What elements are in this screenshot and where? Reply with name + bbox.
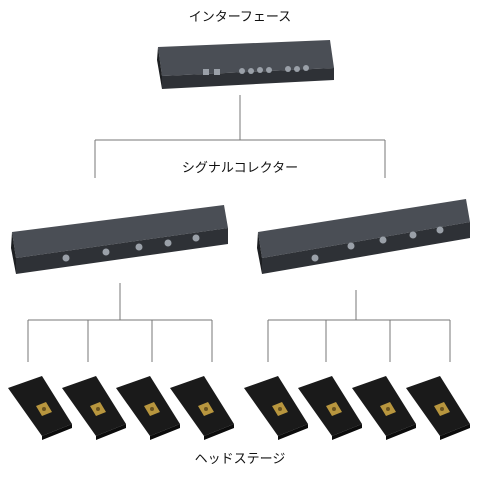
head-stage-edge xyxy=(440,424,470,440)
head-stage-connector xyxy=(204,407,208,411)
signal-collector-left xyxy=(11,205,228,274)
interface-port xyxy=(239,68,245,74)
interface-port xyxy=(294,66,300,72)
collector-port xyxy=(379,236,387,244)
signal-collector-label: シグナルコレクター xyxy=(181,161,299,176)
signal-collector-icon xyxy=(11,205,228,274)
interface-label: インターフェース xyxy=(188,10,292,25)
head-stage-icon xyxy=(244,376,308,440)
collector-port xyxy=(347,242,355,250)
head-stage-icon xyxy=(62,376,126,440)
collector-side-face xyxy=(257,232,262,274)
signal-collector-icon xyxy=(257,199,470,274)
interface-front-face xyxy=(162,68,334,89)
head-stage-edge xyxy=(278,424,308,440)
head-stage-connector xyxy=(386,407,390,411)
head-stage-connector xyxy=(278,407,282,411)
interface-port xyxy=(303,65,309,71)
head-stage-connector xyxy=(96,407,100,411)
head-stage-connector xyxy=(42,407,46,411)
interface-box-icon xyxy=(157,40,334,89)
interface-side-face xyxy=(157,47,162,89)
head-stage-icon xyxy=(170,376,234,440)
head-stage-edge xyxy=(150,424,180,440)
head-stage-edge xyxy=(96,424,126,440)
head-stage-edge xyxy=(204,424,234,440)
head-stage-icon xyxy=(116,376,180,440)
collector-ports xyxy=(62,234,200,262)
collector-port xyxy=(135,243,143,251)
collector-top-face xyxy=(258,199,470,258)
interface-port xyxy=(285,66,291,72)
collector-front-face xyxy=(16,228,228,274)
head-stage-icon xyxy=(352,376,416,440)
collector-port xyxy=(102,248,110,256)
head-stage-icon xyxy=(8,376,72,440)
head-stage-icon xyxy=(298,376,362,440)
collector-port xyxy=(192,234,200,242)
head-stage-connector xyxy=(440,407,444,411)
interface-device xyxy=(157,40,334,89)
head-stages xyxy=(8,376,470,440)
collector-port xyxy=(311,254,319,262)
interface-ports xyxy=(203,65,309,75)
interface-port xyxy=(257,67,263,73)
collector-port xyxy=(164,239,172,247)
head-stage-edge xyxy=(332,424,362,440)
collector-port xyxy=(62,254,70,262)
head-stage-edge xyxy=(386,424,416,440)
collector-port xyxy=(409,231,417,239)
interface-port xyxy=(214,69,220,75)
collector-top-face xyxy=(12,205,228,258)
collector-side-face xyxy=(11,232,16,274)
interface-port xyxy=(203,69,209,75)
head-stage-connector xyxy=(332,407,336,411)
signal-collector-right xyxy=(257,199,470,274)
interface-port xyxy=(248,68,254,74)
head-stage-icon xyxy=(406,376,470,440)
collector-port xyxy=(436,226,444,234)
interface-port xyxy=(266,67,272,73)
head-stage-edge xyxy=(42,424,72,440)
head-stage-label: ヘッドステージ xyxy=(194,452,286,467)
head-stage-connector xyxy=(150,407,154,411)
connector-lines xyxy=(27,95,451,362)
collector-ports xyxy=(311,226,444,262)
